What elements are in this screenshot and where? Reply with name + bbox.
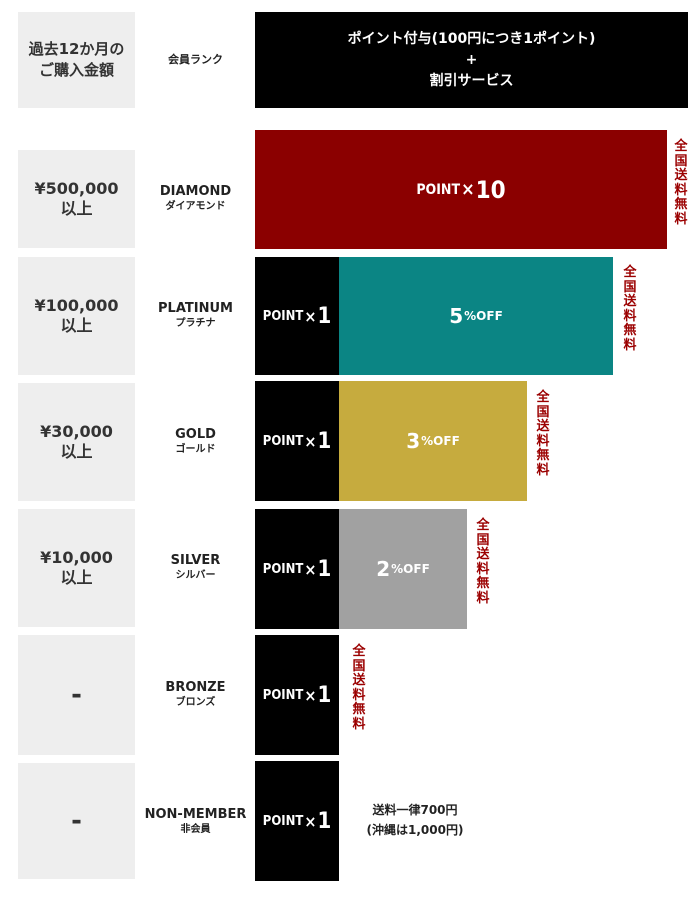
tier-gold-amount: ¥30,000 以上	[18, 383, 135, 501]
point-times: ×	[304, 306, 317, 326]
tier-bronze-shipping: 全国送料無料	[352, 644, 366, 732]
point-word: POINT	[262, 308, 304, 324]
amount-value: ¥30,000	[40, 422, 113, 441]
tier-platinum-amount: ¥100,000 以上	[18, 257, 135, 375]
amount-value: -	[71, 806, 82, 836]
tier-nonmember-amount: -	[18, 763, 135, 879]
amount-value: ¥500,000	[34, 179, 119, 198]
tier-silver-amount: ¥10,000 以上	[18, 509, 135, 627]
tier-diamond-rank: DIAMOND ダイアモンド	[138, 150, 253, 248]
rank-name-en: PLATINUM	[158, 301, 233, 316]
discount-suffix: %OFF	[421, 434, 460, 448]
rank-name-en: GOLD	[175, 427, 216, 442]
rank-name-en: DIAMOND	[159, 184, 232, 199]
rank-name-jp: ブロンズ	[175, 697, 216, 708]
rank-name-jp: シルバー	[175, 570, 216, 581]
rank-name-en: BRONZE	[165, 680, 226, 695]
point-multiplier: 10	[475, 175, 506, 204]
tier-silver-discount-bar: 2 %OFF	[339, 509, 467, 629]
point-multiplier: 1	[317, 556, 332, 582]
tier-nonmember-rank: NON-MEMBER 非会員	[138, 763, 253, 881]
tier-gold-rank: GOLD ゴールド	[138, 383, 253, 501]
point-multiplier: 1	[317, 428, 332, 454]
header-benefit-line-2: +	[465, 51, 478, 68]
shipping-flat-line-1: 送料一律700円	[372, 803, 458, 817]
header-benefit-line-1: ポイント付与(100円につき1ポイント)	[347, 30, 596, 47]
point-word: POINT	[262, 687, 304, 703]
rank-name-jp: プラチナ	[175, 318, 216, 329]
discount-suffix: %OFF	[464, 309, 503, 323]
discount-number: 2	[376, 557, 391, 581]
header-benefits: ポイント付与(100円につき1ポイント) + 割引サービス	[255, 12, 688, 108]
point-multiplier: 1	[317, 808, 332, 834]
shipping-flat-line-2: (沖縄は1,000円)	[366, 823, 464, 837]
rank-name-jp: ダイアモンド	[165, 201, 226, 212]
point-word: POINT	[416, 181, 461, 198]
rank-name-jp: 非会員	[180, 824, 211, 835]
point-times: ×	[304, 559, 317, 579]
header-benefit-line-3: 割引サービス	[429, 72, 514, 89]
amount-value: ¥10,000	[40, 548, 113, 567]
tier-platinum-rank: PLATINUM プラチナ	[138, 257, 253, 375]
tier-gold-shipping: 全国送料無料	[536, 390, 550, 478]
point-times: ×	[304, 431, 317, 451]
tier-bronze-amount: -	[18, 635, 135, 755]
point-word: POINT	[262, 433, 304, 449]
rank-name-jp: ゴールド	[175, 444, 216, 455]
discount-number: 3	[406, 429, 421, 453]
tier-nonmember-point-box: POINT × 1	[255, 761, 339, 881]
tier-silver-rank: SILVER シルバー	[138, 509, 253, 627]
amount-suffix: 以上	[60, 568, 93, 587]
tier-gold-point-box: POINT × 1	[255, 381, 339, 501]
amount-value: -	[71, 680, 82, 710]
tier-nonmember-shipping: 送料一律700円 (沖縄は1,000円)	[345, 800, 485, 840]
amount-suffix: 以上	[60, 442, 93, 461]
point-multiplier: 1	[317, 303, 332, 329]
tier-gold-discount-bar: 3 %OFF	[339, 381, 527, 501]
tier-platinum-point-box: POINT × 1	[255, 257, 339, 375]
tier-diamond-shipping: 全国送料無料	[674, 139, 688, 227]
point-word: POINT	[262, 813, 304, 829]
point-times: ×	[304, 811, 317, 831]
header-amount-line-1: 過去12か月の	[28, 40, 125, 58]
tier-diamond-point-bar: POINT × 10	[255, 130, 667, 249]
point-word: POINT	[262, 561, 304, 577]
tier-bronze-point-box: POINT × 1	[255, 635, 339, 755]
tier-silver-point-box: POINT × 1	[255, 509, 339, 629]
tier-diamond-amount: ¥500,000 以上	[18, 150, 135, 248]
tier-platinum-discount-bar: 5 %OFF	[339, 257, 613, 375]
point-times: ×	[461, 179, 475, 200]
tier-bronze-rank: BRONZE ブロンズ	[138, 635, 253, 755]
point-multiplier: 1	[317, 682, 332, 708]
tier-silver-shipping: 全国送料無料	[476, 518, 490, 606]
tier-platinum-shipping: 全国送料無料	[623, 265, 637, 353]
header-amount-label: 過去12か月の ご購入金額	[18, 12, 135, 108]
rank-name-en: NON-MEMBER	[144, 807, 247, 822]
amount-suffix: 以上	[60, 199, 93, 218]
discount-suffix: %OFF	[391, 562, 430, 576]
header-rank-text: 会員ランク	[168, 53, 223, 66]
amount-value: ¥100,000	[34, 296, 119, 315]
rank-name-en: SILVER	[170, 553, 221, 568]
header-rank-label: 会員ランク	[138, 12, 253, 108]
amount-suffix: 以上	[60, 316, 93, 335]
header-amount-line-2: ご購入金額	[38, 61, 114, 79]
discount-number: 5	[449, 304, 464, 328]
point-times: ×	[304, 685, 317, 705]
